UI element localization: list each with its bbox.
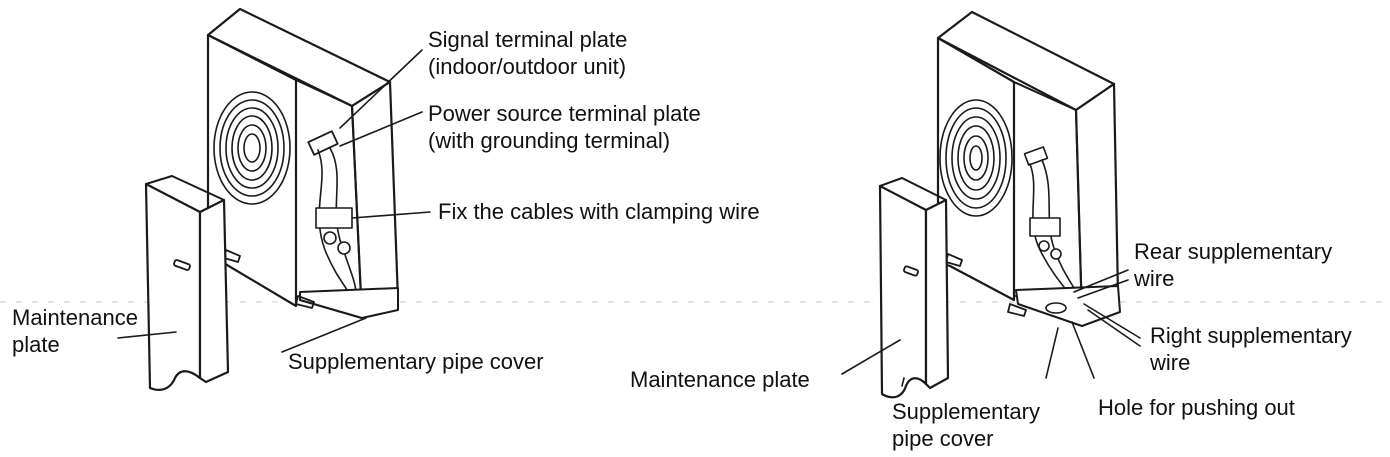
leader-maint-left [117, 331, 177, 339]
right-knockout-hole [1045, 302, 1067, 314]
right-plate-face [878, 184, 928, 399]
label-line: wire [1150, 350, 1191, 375]
right-pipe-cover [1015, 285, 1121, 327]
leader-pipe-right [901, 377, 905, 387]
label-line: Supplementary pipe cover [288, 349, 544, 374]
right-plate-top [879, 177, 947, 201]
right-plate-slot [903, 265, 919, 277]
left-pipe-cover [299, 287, 399, 319]
right-foot-2 [1007, 303, 1027, 317]
left-maintenance-plate [144, 175, 230, 391]
left-unit-side [350, 80, 400, 320]
label-signal-terminal-plate: Signal terminal plate (indoor/outdoor un… [428, 26, 627, 80]
right-terminal-plate [1023, 146, 1049, 166]
label-supplementary-pipe-cover-left: Supplementary pipe cover [288, 348, 544, 375]
right-wire-2 [1087, 309, 1141, 347]
left-fan-grille [213, 91, 291, 205]
label-line: (indoor/outdoor unit) [428, 54, 627, 79]
left-plate-edge [198, 198, 230, 384]
label-supplementary-pipe-cover-right: Supplementary pipe cover [892, 398, 1040, 452]
leader-fix [351, 211, 431, 219]
left-outdoor-unit [206, 7, 400, 320]
label-line: plate [12, 332, 60, 357]
label-line: Maintenance [12, 305, 138, 330]
label-line: Maintenance plate [630, 367, 810, 392]
left-cable-1 [317, 149, 351, 296]
label-fix-cables: Fix the cables with clamping wire [438, 198, 760, 225]
rear-wire-1 [1073, 269, 1129, 293]
leader-pipe-cover-right [1045, 327, 1059, 379]
label-line: Right supplementary [1150, 323, 1352, 348]
label-line: wire [1134, 266, 1175, 291]
label-line: Fix the cables with clamping wire [438, 199, 760, 224]
left-terminal-plate [307, 130, 339, 156]
rear-wire-2 [1077, 279, 1129, 299]
label-power-source-terminal-plate: Power source terminal plate (with ground… [428, 100, 701, 154]
right-plate-edge [924, 198, 950, 390]
right-maintenance-plate [878, 177, 950, 399]
right-unit-compartment [1013, 81, 1083, 319]
label-line: pipe cover [892, 426, 994, 451]
label-line: Signal terminal plate [428, 27, 628, 52]
leader-power [339, 111, 423, 147]
right-unit-front [936, 36, 1016, 302]
left-plate-face [144, 182, 202, 391]
left-foot-2 [295, 295, 315, 309]
left-leader-lines [117, 49, 431, 353]
label-hole-for-pushing-out: Hole for pushing out [1098, 394, 1295, 421]
label-line: Supplementary [892, 399, 1040, 424]
left-valve-2 [337, 241, 351, 255]
right-outdoor-unit [936, 10, 1141, 347]
leader-signal [339, 49, 423, 129]
left-plate-top [145, 175, 225, 201]
label-line: Rear supplementary [1134, 239, 1333, 264]
right-leader-lines [841, 321, 1095, 387]
label-rear-supplementary-wire: Rear supplementary wire [1134, 238, 1332, 292]
leader-maint-right [841, 339, 901, 375]
left-valve-1 [323, 231, 337, 245]
right-clamp [1029, 217, 1061, 237]
right-wire-1 [1083, 303, 1141, 339]
right-valve-2 [1050, 248, 1062, 260]
label-right-supplementary-wire: Right supplementary wire [1150, 322, 1352, 376]
left-clamp [315, 207, 353, 229]
right-fan-grille [939, 99, 1013, 217]
label-line: (with grounding terminal) [428, 128, 671, 153]
left-plate-slot [173, 259, 191, 271]
right-cable-2 [1041, 159, 1075, 289]
label-maintenance-plate-left: Maintenance plate [12, 304, 138, 358]
left-cable-2 [329, 147, 357, 293]
right-valve-1 [1038, 240, 1050, 252]
label-line: Power source terminal plate [428, 101, 701, 126]
label-maintenance-plate-right: Maintenance plate [630, 366, 810, 393]
label-line: Hole for pushing out [1098, 395, 1295, 420]
leader-hole [1071, 321, 1095, 379]
leader-pipe-left [281, 317, 367, 353]
